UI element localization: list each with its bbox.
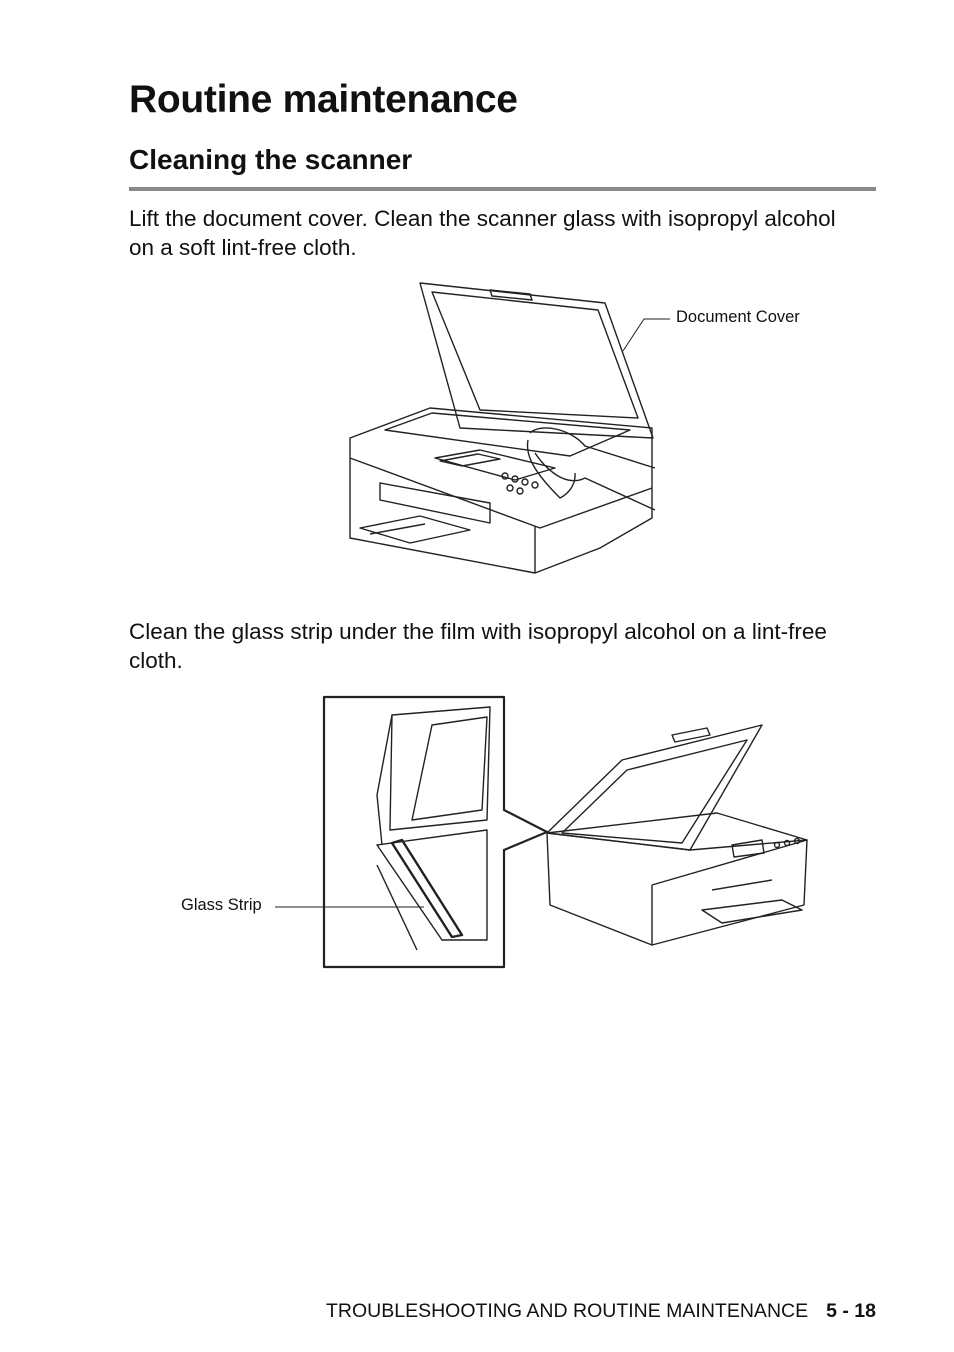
callout-document-cover: Document Cover (676, 308, 800, 326)
instruction-paragraph-1: Lift the document cover. Clean the scann… (129, 206, 836, 260)
footer-section-title: TROUBLESHOOTING AND ROUTINE MAINTENANCE (325, 1300, 809, 1322)
section-heading: Cleaning the scanner (129, 144, 413, 175)
page-footer: TROUBLESHOOTING AND ROUTINE MAINTENANCE 5… (326, 1300, 876, 1323)
glass-strip-illustration (322, 695, 808, 969)
section-rule (129, 187, 876, 191)
callout-glass-strip: Glass Strip (181, 896, 262, 914)
figure-scanner-glass-cleaning (340, 278, 680, 578)
page-title: Routine maintenance (129, 78, 518, 121)
footer-page-number: 5 - 18 (826, 1300, 876, 1322)
scanner-illustration (349, 282, 656, 574)
callout-leader-document-cover (622, 318, 670, 352)
instruction-paragraph-2: Clean the glass strip under the film wit… (129, 619, 827, 673)
figure-glass-strip-cleaning (322, 695, 812, 970)
callout-leader-glass-strip (275, 906, 424, 908)
